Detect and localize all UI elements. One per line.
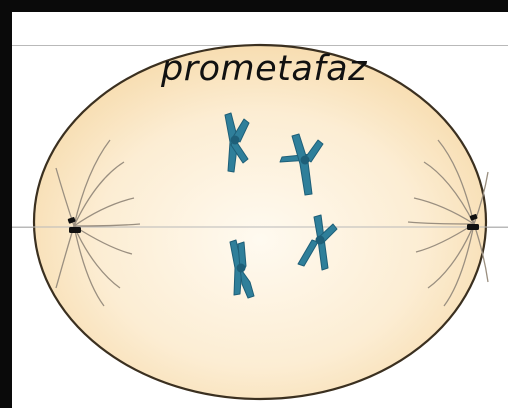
cell-membrane bbox=[34, 45, 486, 399]
diagram-frame: prometafaz bbox=[12, 12, 508, 408]
phase-label: prometafaz bbox=[144, 52, 384, 87]
